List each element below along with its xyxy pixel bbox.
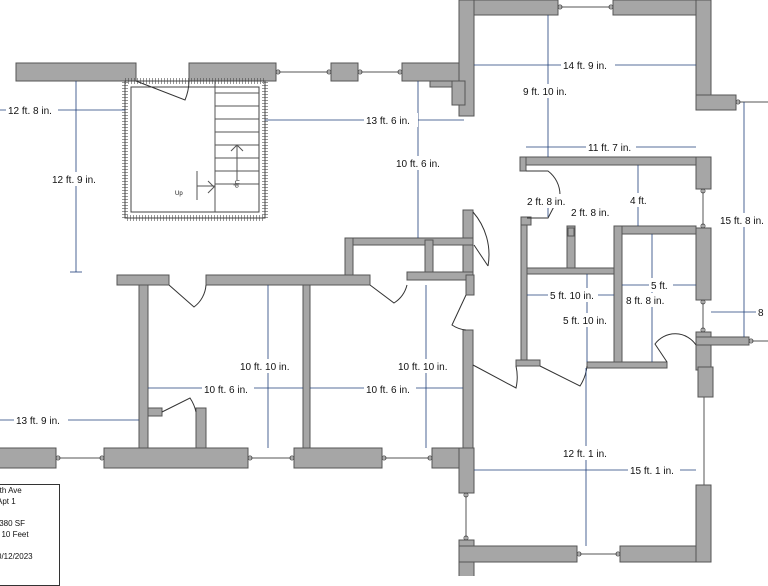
walls: [0, 0, 750, 576]
dim-label: 5 ft.: [651, 281, 668, 292]
info-box: rth Ave Apt 1 ,380 SF : 10 Feet 0/12/202…: [0, 484, 60, 586]
info-address: rth Ave: [0, 486, 22, 495]
dim-label: 8 ft. 8 in.: [626, 296, 664, 307]
dim-label: 12 ft. 1 in.: [563, 449, 607, 460]
dim-label: 5 ft. 10 in.: [563, 316, 607, 327]
stairwell: Up Up: [122, 78, 268, 221]
dim-label: 10 ft. 6 in.: [204, 385, 248, 396]
dim-label: 13 ft. 6 in.: [366, 116, 410, 127]
dim-label: 12 ft. 9 in.: [52, 175, 96, 186]
windows: [55, 4, 768, 557]
dim-label: 10 ft. 6 in.: [396, 159, 440, 170]
dim-label: 10 ft. 10 in.: [398, 362, 447, 373]
dim-label: 2 ft. 8 in.: [571, 208, 609, 219]
svg-text:Up: Up: [233, 180, 239, 188]
dim-label: 15 ft. 8 in.: [720, 216, 764, 227]
dimension-labels: 12 ft. 8 in. 12 ft. 9 in. 13 ft. 6 in. 1…: [6, 58, 768, 477]
dim-label: 4 ft.: [630, 196, 647, 207]
stair-label: Up: [175, 191, 183, 197]
dim-label: 11 ft. 7 in.: [588, 143, 631, 154]
info-date: 0/12/2023: [0, 552, 33, 561]
dim-label: 12 ft. 8 in.: [8, 106, 52, 117]
dim-label: 14 ft. 9 in.: [563, 61, 607, 72]
dim-label: 8: [758, 308, 764, 319]
dim-label: 13 ft. 9 in.: [16, 416, 60, 427]
info-ceiling: : 10 Feet: [0, 530, 29, 539]
dim-label: 10 ft. 6 in.: [366, 385, 410, 396]
info-unit: Apt 1: [0, 497, 16, 506]
dim-label: 10 ft. 10 in.: [240, 362, 289, 373]
dim-label: 15 ft. 1 in.: [630, 466, 674, 477]
dim-label: 5 ft. 10 in.: [550, 291, 594, 302]
dim-label: 2 ft. 8 in.: [527, 197, 565, 208]
dim-label: 9 ft. 10 in.: [523, 87, 567, 98]
info-area: ,380 SF: [0, 519, 26, 528]
